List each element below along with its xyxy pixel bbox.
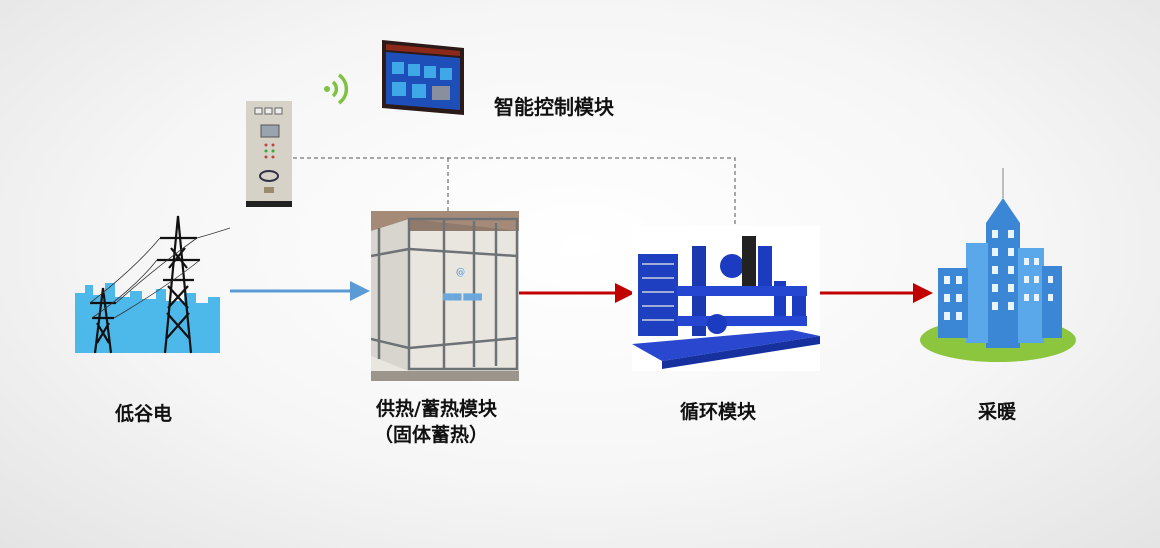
circulation-to-heating-arrow [820,283,933,303]
control-monitor-image [382,40,464,115]
low-valley-power-label: 低谷电 [115,403,173,425]
storage-to-circulation-arrow [519,283,635,303]
heating-label: 采暖 [978,401,1017,423]
svg-text:@: @ [456,268,465,278]
heat-storage-unit-image: @ ████ ████ [371,211,519,381]
control-cabinet-image [246,101,292,207]
building-heating-image [920,168,1076,362]
power-to-storage-arrow [230,281,370,301]
power-tower-image [75,215,230,354]
circulation-module-label: 循环模块 [680,401,757,423]
wifi-icon [324,73,349,105]
circulation-pump-image [632,226,820,371]
heat-storage-module-label: 供热/蓄热模块 [376,398,497,420]
solid-storage-sublabel: （固体蓄热） [374,424,489,446]
control-module-label: 智能控制模块 [494,95,614,119]
svg-text:████ ████: ████ ████ [442,293,482,301]
